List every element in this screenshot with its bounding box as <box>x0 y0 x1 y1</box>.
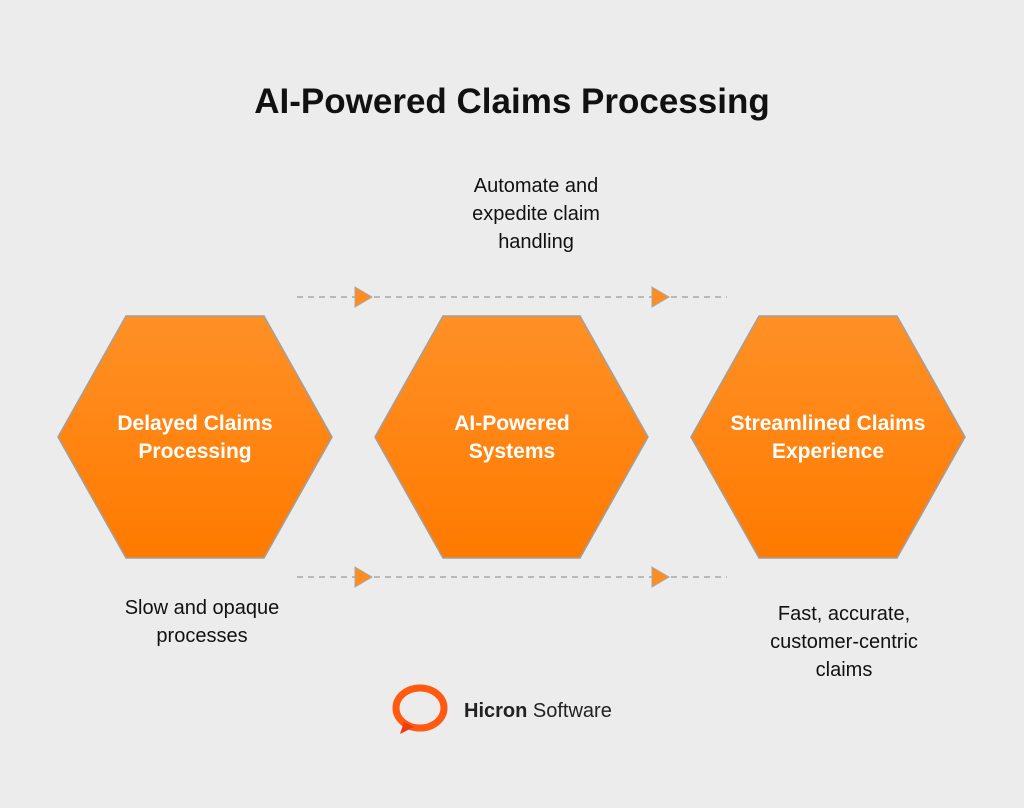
logo-brand: Hicron <box>464 700 528 722</box>
hexagon-streamlined <box>690 315 966 559</box>
right-note: Fast, accurate, customer-centric claims <box>714 600 974 684</box>
note-line: Fast, accurate, <box>777 603 911 625</box>
label-line: Experience <box>771 440 885 463</box>
note-line: Slow and opaque <box>124 597 280 619</box>
hexagon-label: Streamlined Claims Experience <box>691 410 965 466</box>
arrow-head-icon <box>651 286 670 308</box>
arrow-head-icon <box>354 566 373 588</box>
note-line: customer-centric <box>770 631 918 653</box>
arrow-head-icon <box>354 286 373 308</box>
logo-suffix: Software <box>532 700 612 722</box>
label-line: AI-Powered <box>454 412 570 435</box>
hexagon-label: AI-Powered Systems <box>375 410 649 466</box>
note-line: claims <box>815 659 873 681</box>
left-note: Slow and opaque processes <box>72 594 332 650</box>
label-line: Delayed Claims <box>117 412 273 435</box>
top-note: Automate and expedite claim handling <box>400 172 672 256</box>
logo-text: Hicron Software <box>464 700 612 723</box>
hexagon-delayed <box>57 315 333 559</box>
note-line: Automate and <box>473 175 599 197</box>
note-line: processes <box>156 625 248 647</box>
label-line: Systems <box>468 440 556 463</box>
label-line: Processing <box>138 440 252 463</box>
note-line: expedite claim <box>472 203 600 225</box>
hexagon-label: Delayed Claims Processing <box>58 410 332 466</box>
hexagon-ai <box>374 315 649 559</box>
arrow-head-icon <box>651 566 670 588</box>
hicron-logo-icon <box>392 684 448 734</box>
note-line: handling <box>498 231 574 253</box>
page-title: AI-Powered Claims Processing <box>254 82 770 121</box>
label-line: Streamlined Claims <box>730 412 926 435</box>
